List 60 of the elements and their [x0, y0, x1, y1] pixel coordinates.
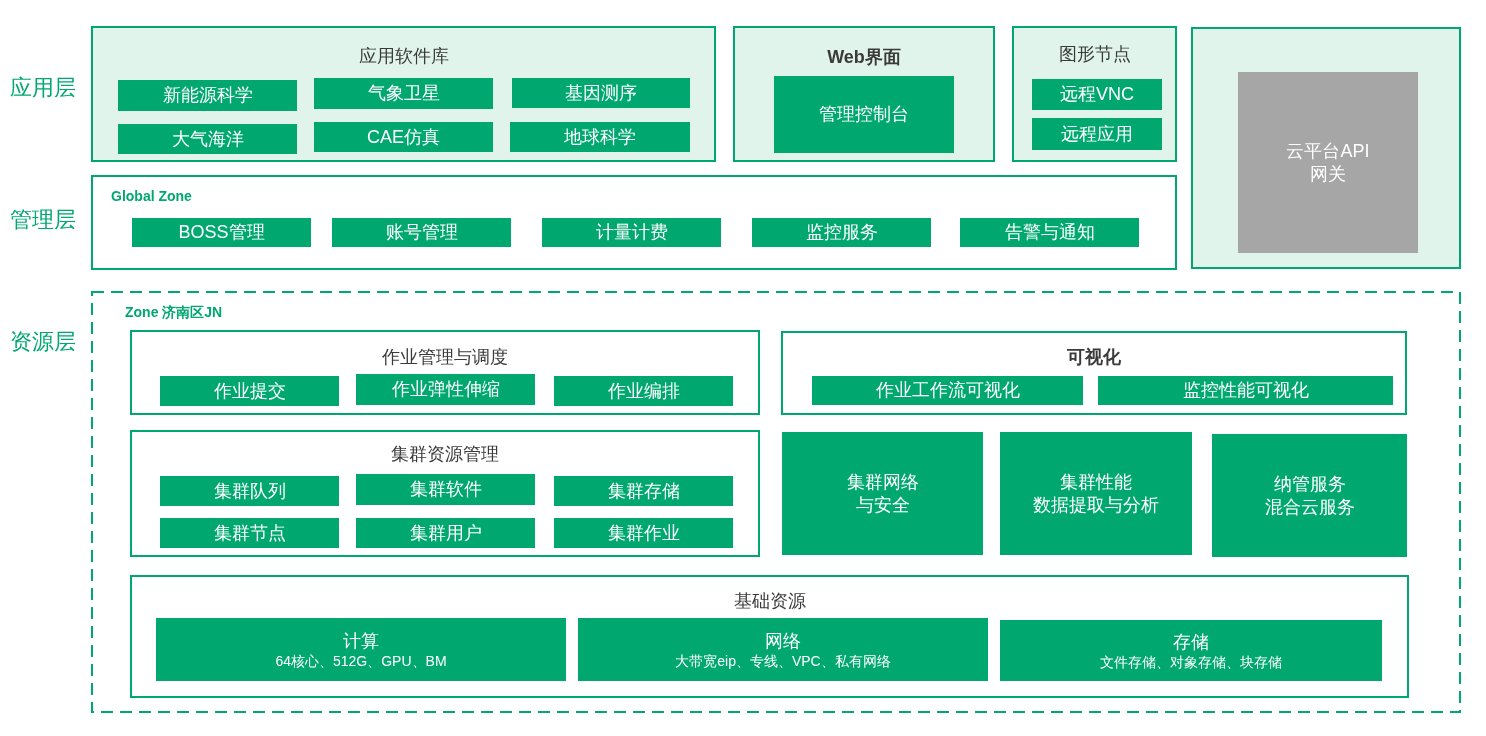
module-block: 监控性能可视化 — [1098, 376, 1393, 405]
module-block: 集群用户 — [356, 518, 535, 548]
resource-detail: 文件存储、对象存储、块存储 — [1100, 652, 1282, 671]
module-block: 大气海洋 — [118, 124, 297, 154]
resource-title: 网络 — [765, 629, 801, 652]
module-block: 作业工作流可视化 — [812, 376, 1083, 405]
module-block: 集群网络与安全 — [782, 432, 983, 555]
module-block: 基因测序 — [512, 78, 690, 108]
panel-title: Web界面 — [827, 46, 901, 68]
global-zone-panel — [91, 175, 1177, 270]
layer-label: 应用层 — [10, 75, 76, 101]
panel-title: 可视化 — [1067, 346, 1121, 368]
module-block: 告警与通知 — [960, 218, 1139, 247]
resource-detail: 64核心、512G、GPU、BM — [275, 651, 447, 670]
panel-title: 图形节点 — [1058, 43, 1131, 65]
module-block: 作业编排 — [554, 376, 733, 406]
zone-label: Zone 济南区JN — [125, 303, 223, 321]
zone-label: Global Zone — [111, 187, 192, 205]
module-block: 集群性能数据提取与分析 — [1000, 432, 1192, 555]
resource-detail: 大带宽eip、专线、VPC、私有网络 — [675, 651, 891, 670]
module-block: 账号管理 — [332, 218, 511, 247]
module-block: 监控服务 — [752, 218, 931, 247]
base-resources-panel — [130, 575, 1409, 698]
panel-title: 应用软件库 — [358, 45, 449, 67]
module-block: CAE仿真 — [314, 122, 493, 152]
layer-label: 管理层 — [10, 207, 76, 233]
module-block: BOSS管理 — [132, 218, 311, 247]
graphics-node-panel — [1012, 26, 1177, 162]
resource-block — [578, 618, 988, 681]
visualization-panel — [781, 331, 1407, 415]
module-block: 作业弹性伸缩 — [356, 374, 535, 405]
resource-title: 存储 — [1173, 630, 1209, 653]
web-ui-panel — [733, 26, 995, 162]
module-block: 纳管服务混合云服务 — [1212, 434, 1407, 557]
layer-label: 资源层 — [10, 329, 76, 355]
resource-block — [1000, 620, 1382, 681]
zone-dashed-frame — [91, 291, 1461, 713]
cluster-management-panel — [130, 430, 760, 557]
api-gateway-block: 云平台API网关 — [1238, 72, 1418, 253]
module-block: 新能源科学 — [118, 80, 297, 111]
module-block: 计量计费 — [542, 218, 721, 247]
module-block: 集群软件 — [356, 474, 535, 505]
module-block: 气象卫星 — [314, 78, 493, 109]
panel-title: 集群资源管理 — [391, 443, 499, 465]
module-block: 远程应用 — [1032, 118, 1162, 150]
resource-title: 计算 — [343, 629, 379, 652]
module-block: 集群队列 — [160, 476, 339, 506]
module-block: 集群作业 — [554, 518, 733, 548]
module-block: 集群存储 — [554, 476, 733, 506]
module-block: 远程VNC — [1032, 79, 1162, 110]
panel-title: 基础资源 — [733, 590, 806, 612]
software-library-panel — [91, 26, 716, 162]
module-block: 地球科学 — [510, 122, 690, 152]
module-block: 管理控制台 — [774, 76, 954, 153]
gateway-panel — [1191, 27, 1461, 269]
panel-title: 作业管理与调度 — [382, 346, 508, 368]
module-block: 集群节点 — [160, 518, 339, 548]
module-block: 作业提交 — [160, 376, 339, 406]
job-scheduling-panel — [130, 330, 760, 415]
resource-block — [156, 618, 566, 681]
